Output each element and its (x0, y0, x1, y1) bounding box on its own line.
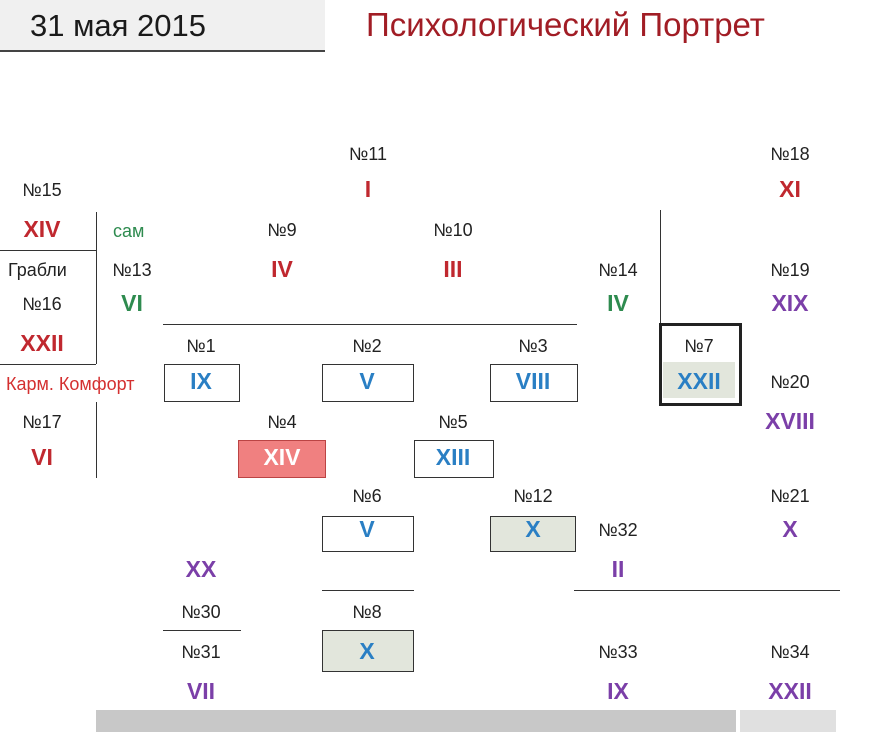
n8-num: №8 (352, 602, 382, 622)
n11-num: №11 (349, 144, 387, 164)
n8-value: X (359, 638, 375, 664)
grabli-line (0, 250, 96, 251)
n6-box (322, 516, 414, 552)
n12-value: X (525, 516, 541, 542)
n21-value: X (782, 516, 798, 542)
n13-value: VI (121, 290, 143, 316)
n10-value: III (443, 256, 463, 282)
left-divider-bottom (96, 402, 97, 478)
xx-value: XX (185, 556, 217, 582)
n2-num: №2 (352, 336, 382, 356)
n7-value-fill (663, 362, 735, 398)
grabli-label: Грабли (8, 260, 67, 280)
karm-label: Карм. Комфорт (6, 374, 135, 394)
n21-num: №21 (770, 486, 810, 506)
date-panel (0, 0, 325, 52)
n3-num: №3 (518, 336, 548, 356)
n15-num: №15 (22, 180, 62, 200)
n1-num: №1 (186, 336, 216, 356)
page-title: Психологический Портрет (366, 6, 765, 43)
n10-num: №10 (433, 220, 473, 240)
n32-num: №32 (598, 520, 638, 540)
n13-num: №13 (112, 260, 152, 280)
n34-value: XXII (768, 678, 812, 704)
n4-value: XIV (263, 444, 301, 470)
n20-value: XVIII (765, 408, 815, 434)
n18-value: XI (779, 176, 801, 202)
n5-box (414, 440, 494, 478)
n7-value: XXII (677, 368, 721, 394)
n15-value: XIV (23, 216, 61, 242)
n17-num: №17 (22, 412, 62, 432)
n2-box (322, 364, 414, 402)
n14-num: №14 (598, 260, 638, 280)
row1-line (163, 324, 577, 325)
n33-value: IX (607, 678, 629, 704)
n5-num: №5 (438, 412, 468, 432)
n12-box (490, 516, 576, 552)
n14-value: IV (607, 290, 629, 316)
n1-box (164, 364, 240, 402)
scrollbar-track[interactable] (740, 710, 836, 732)
n19-value: XIX (771, 290, 809, 316)
left-divider-top (96, 212, 97, 364)
horizontal-scrollbar[interactable] (96, 710, 736, 732)
n30-num: №30 (181, 602, 221, 622)
sam-label: сам (113, 221, 145, 241)
n4-box (238, 440, 326, 478)
n16-num: №16 (22, 294, 62, 314)
karm-line-top (0, 364, 96, 365)
n6-num: №6 (352, 486, 382, 506)
right-hline (574, 590, 840, 591)
n3-value: VIII (515, 368, 551, 394)
n4-num: №4 (267, 412, 297, 432)
n9-value: IV (271, 256, 293, 282)
n31-num: №31 (181, 642, 221, 662)
n7-num: №7 (684, 336, 714, 356)
n32-value: II (611, 556, 625, 582)
n6-value: V (359, 516, 375, 542)
n11-value: I (364, 176, 372, 202)
date-label: 31 мая 2015 (30, 8, 207, 43)
n12-num: №12 (513, 486, 553, 506)
n3-box (490, 364, 578, 402)
n9-num: №9 (267, 220, 297, 240)
n8-box (322, 630, 414, 672)
n19-num: №19 (770, 260, 810, 280)
n8-top-line (322, 590, 414, 591)
n31-value: VII (186, 678, 216, 704)
n2-value: V (359, 368, 375, 394)
n20-num: №20 (770, 372, 810, 392)
n16-value: XXII (20, 330, 64, 356)
n17-value: VI (31, 444, 53, 470)
n1-value: IX (190, 368, 212, 394)
n33-num: №33 (598, 642, 638, 662)
n5-value: XIII (435, 444, 471, 470)
n30-line (163, 630, 241, 631)
n18-num: №18 (770, 144, 810, 164)
n34-num: №34 (770, 642, 810, 662)
right-vline (660, 210, 661, 324)
